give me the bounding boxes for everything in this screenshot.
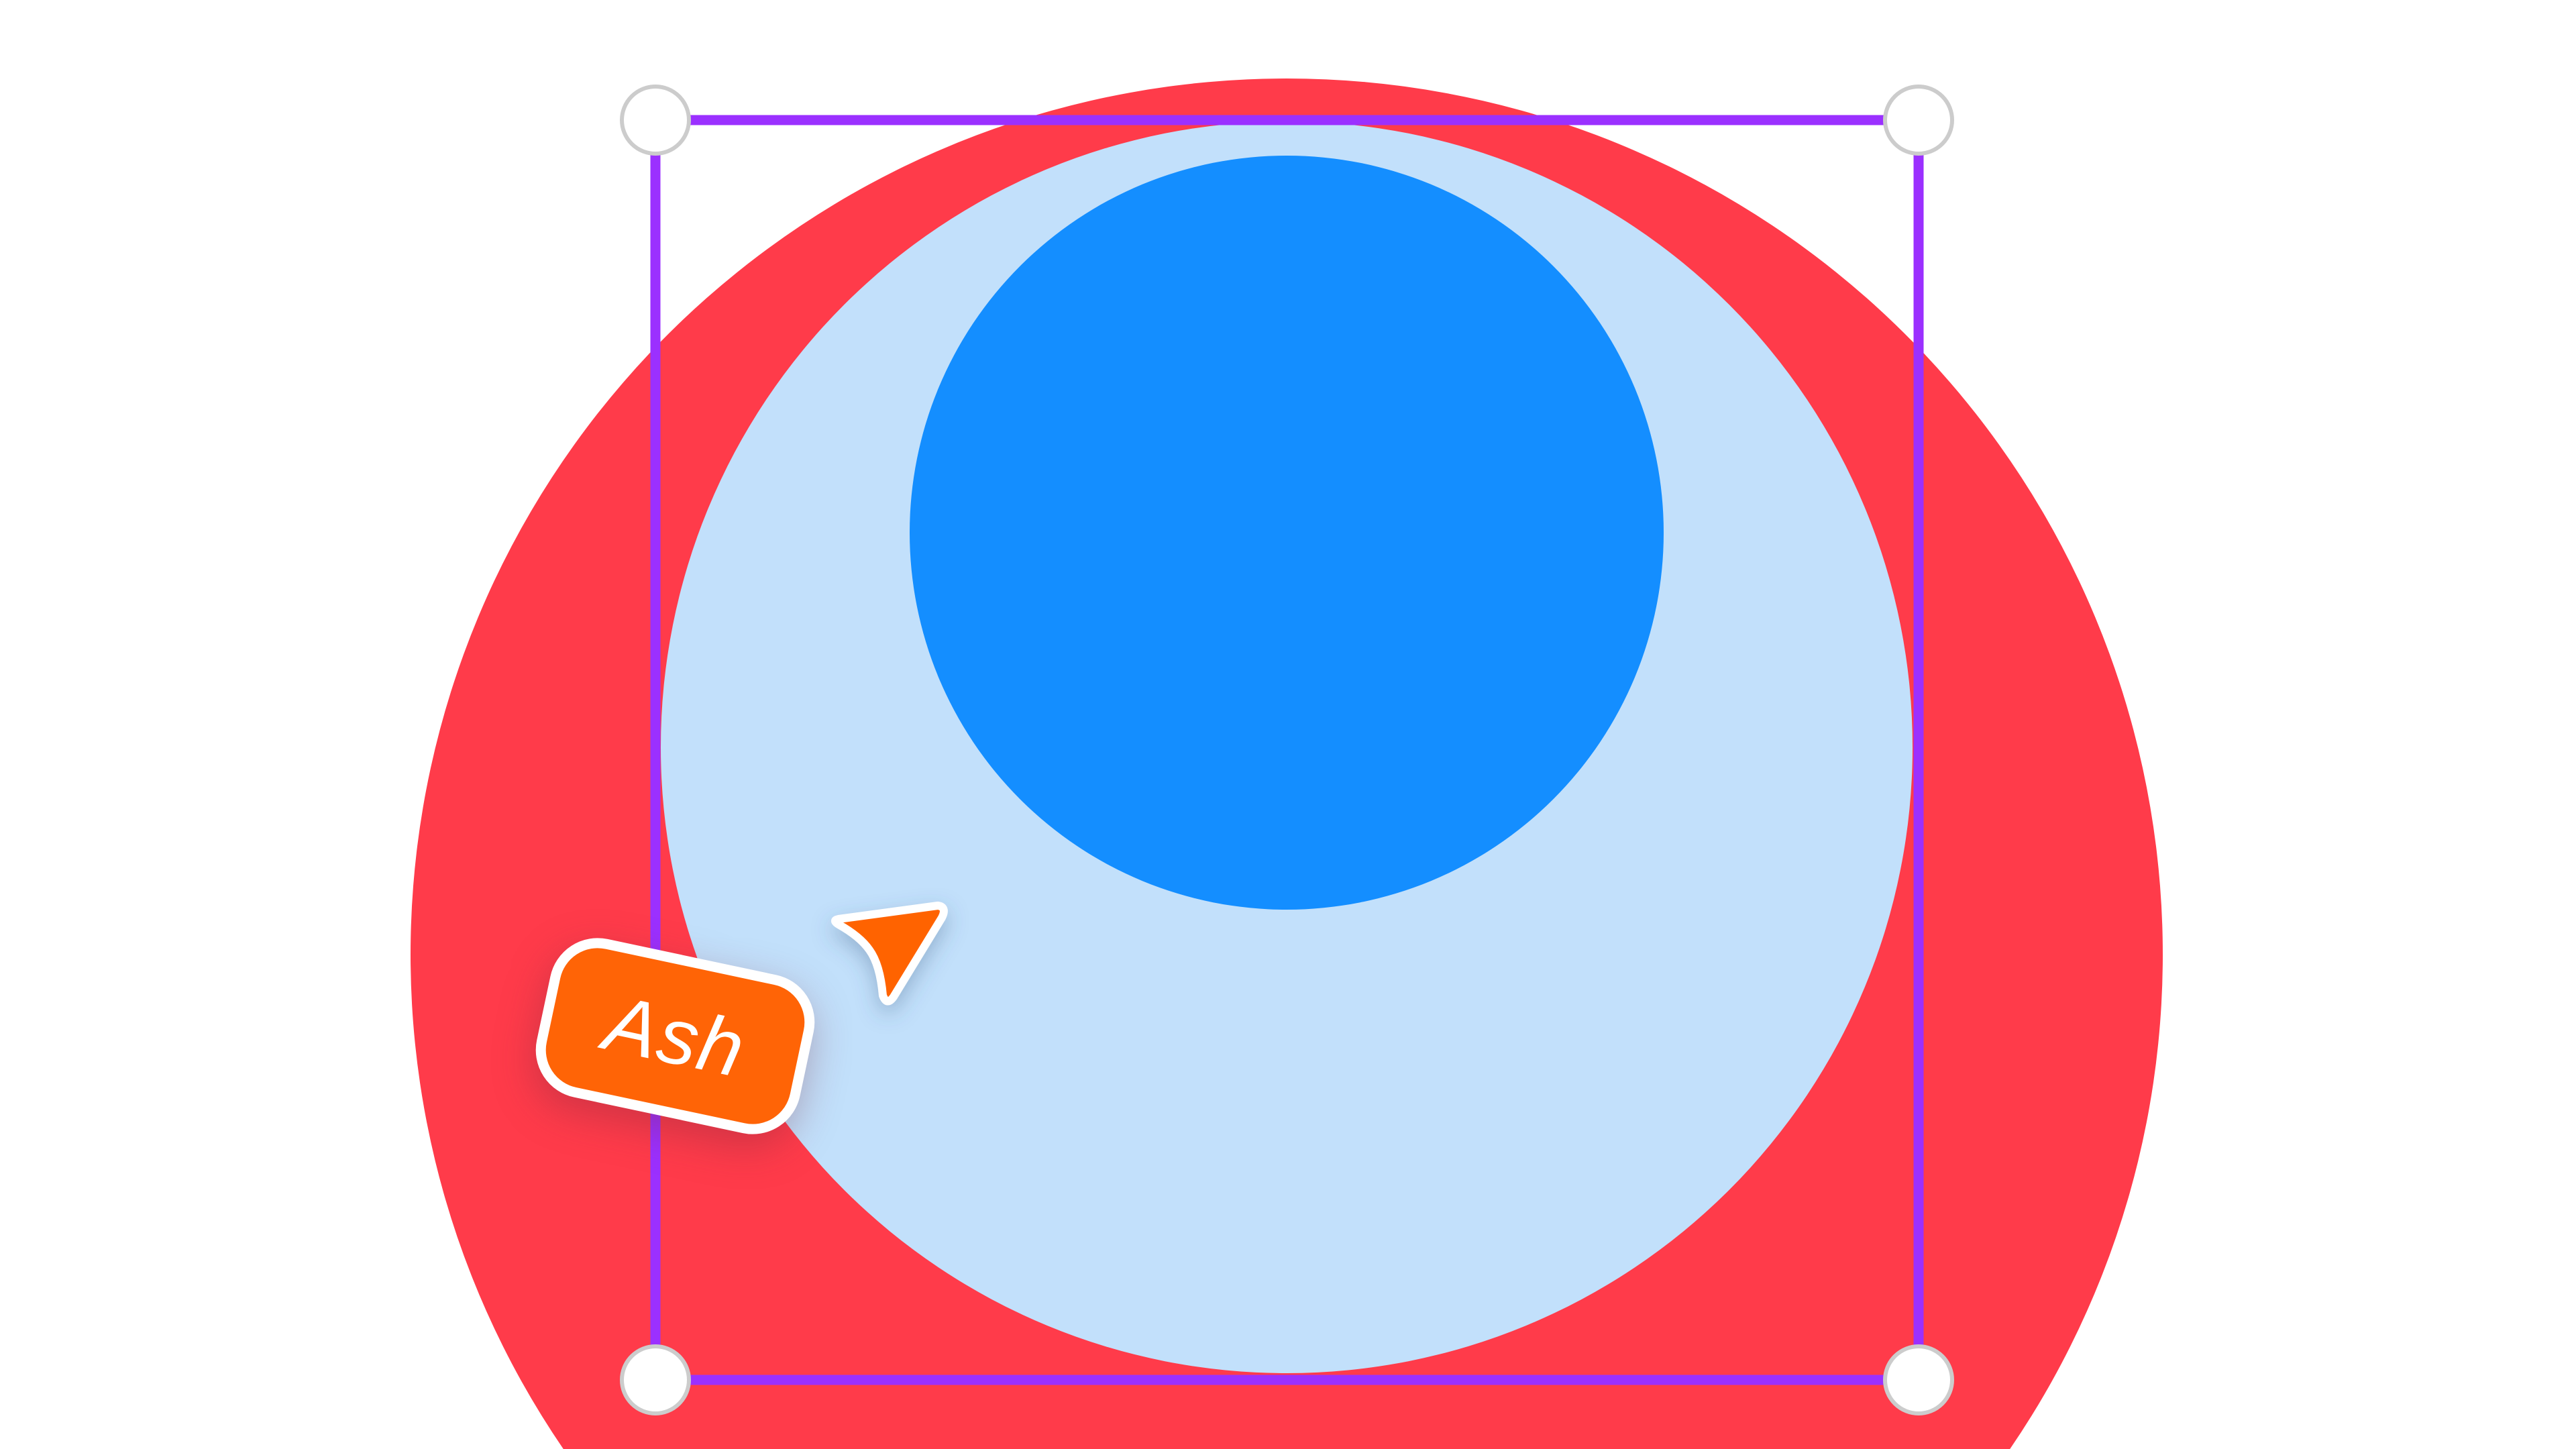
resize-handle-top-left[interactable] bbox=[620, 85, 691, 156]
resize-handle-top-right[interactable] bbox=[1883, 85, 1954, 156]
resize-handle-bottom-left[interactable] bbox=[620, 1344, 691, 1415]
collaborator-name: Ash bbox=[597, 978, 753, 1094]
collaborator-cursor-icon bbox=[831, 902, 948, 1006]
resize-handle-bottom-right[interactable] bbox=[1883, 1344, 1954, 1415]
selection-box[interactable] bbox=[650, 115, 1924, 1385]
inner-blue-circle[interactable] bbox=[910, 156, 1664, 910]
